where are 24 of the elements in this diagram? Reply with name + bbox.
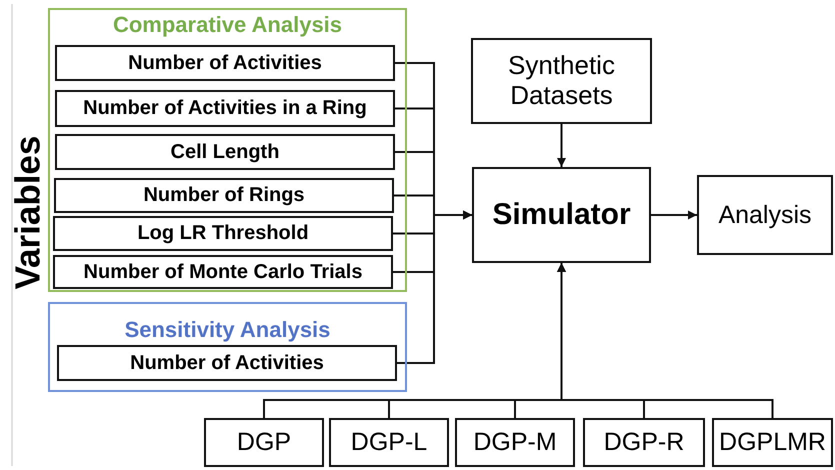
variable-box: Number of Activities	[57, 345, 397, 381]
variable-box: Cell Length	[55, 134, 395, 170]
group-title: Comparative Analysis	[112, 13, 342, 38]
model-box: DGP-M	[455, 418, 575, 467]
model-box: DGPLMR	[712, 418, 833, 467]
vertical-heading: Variables	[10, 135, 46, 289]
variable-box: Number of Activities	[55, 45, 395, 81]
group-frame	[48, 8, 407, 292]
process-box: Synthetic Datasets	[471, 38, 652, 124]
arrow	[397, 210, 472, 364]
model-box: DGP-R	[583, 418, 705, 467]
arrow	[557, 124, 566, 167]
model-box: DGP	[204, 418, 324, 467]
group-title: Sensitivity Analysis	[124, 318, 330, 342]
group-frame	[48, 302, 407, 392]
process-box: Analysis	[697, 175, 833, 255]
model-box: DGP-L	[329, 418, 449, 467]
process-box: Simulator	[472, 167, 651, 263]
variable-box: Log LR Threshold	[53, 216, 393, 251]
variable-box: Number of Activities in a Ring	[55, 90, 395, 127]
arrow	[651, 210, 697, 220]
variable-box: Number of Rings	[54, 178, 394, 213]
arrow	[557, 263, 774, 418]
variable-box: Number of Monte Carlo Trials	[53, 255, 393, 289]
